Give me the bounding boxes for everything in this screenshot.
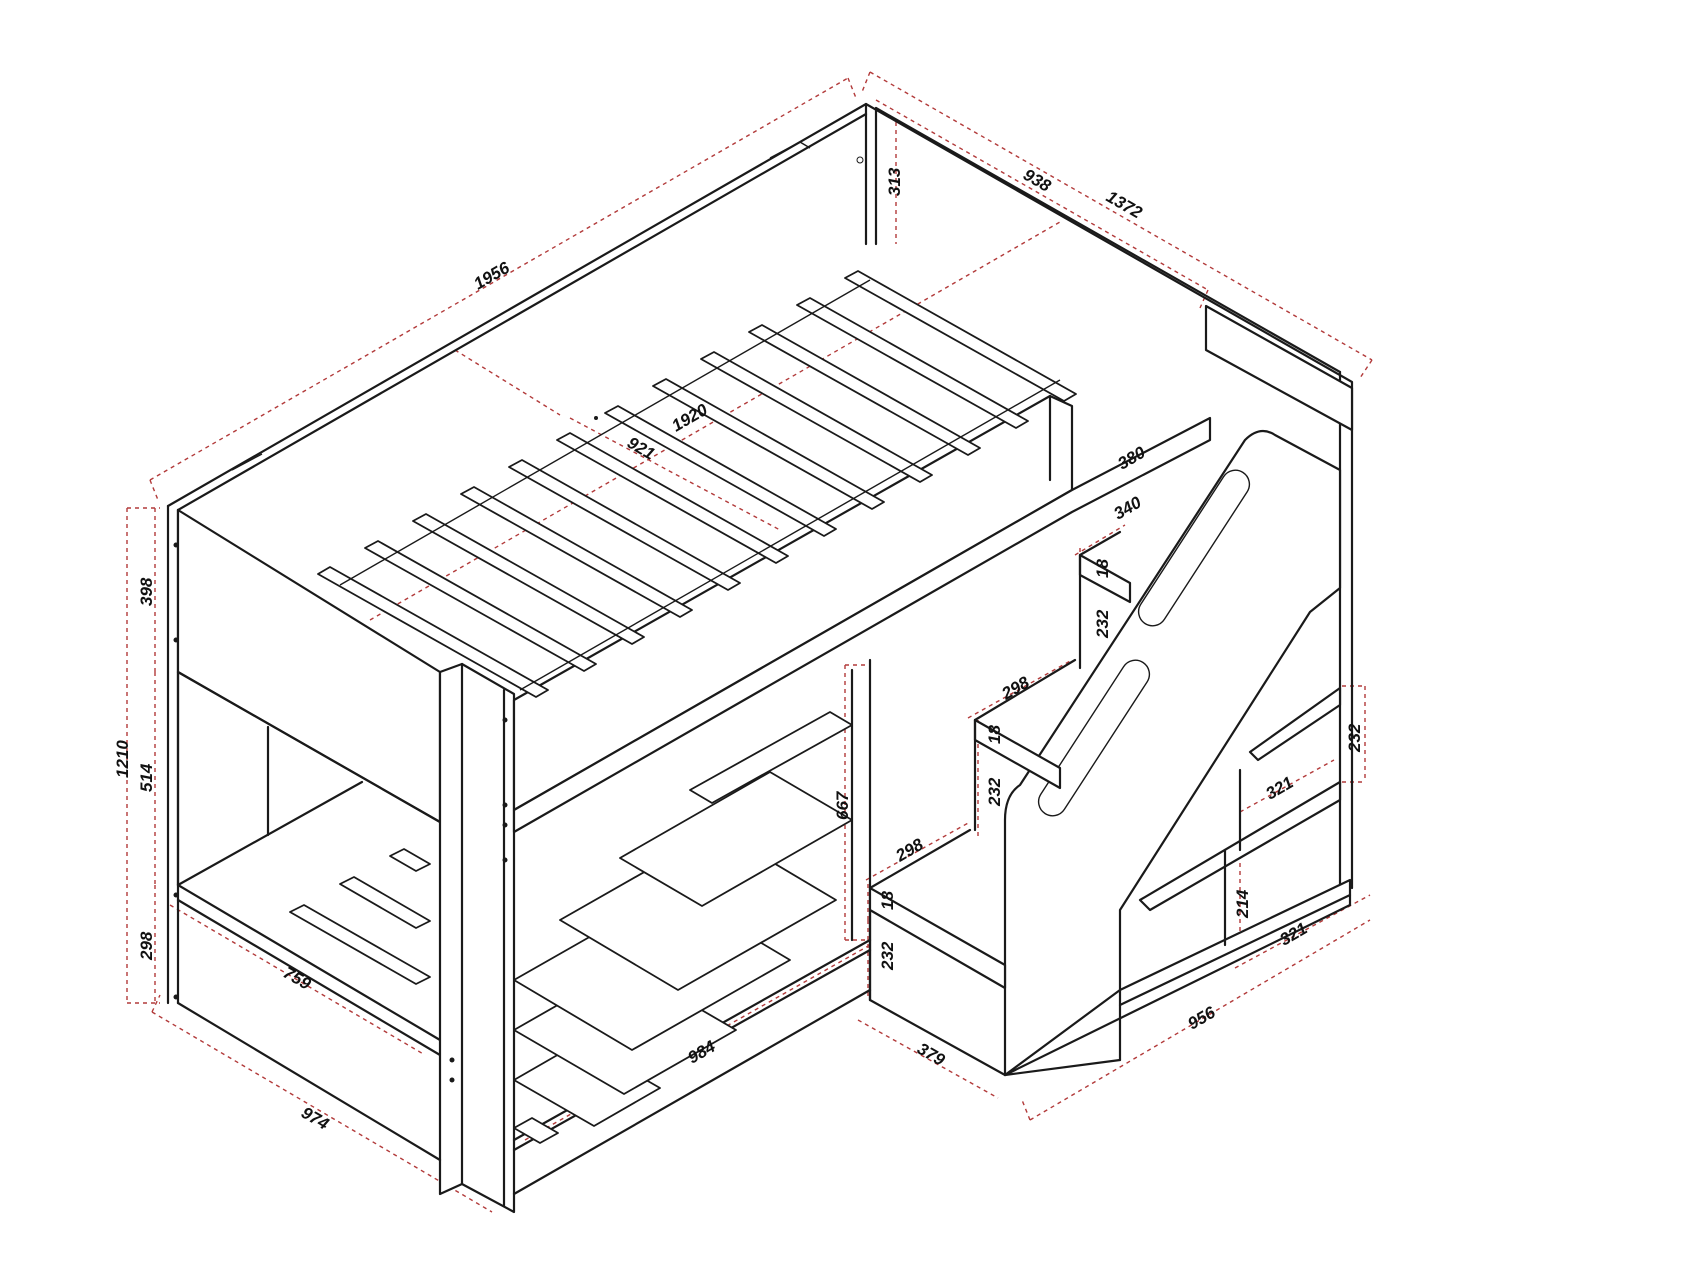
bottom-bunk-slats	[289, 711, 853, 1144]
dim-lower-height: 298	[137, 931, 156, 961]
dim-step-thickness-mid: 18	[985, 725, 1004, 744]
dim-step-thickness-top: 18	[1093, 559, 1112, 578]
dim-step-thickness-low: 18	[878, 891, 897, 910]
dim-mid-height: 514	[137, 763, 156, 792]
dim-shelf-height-low: 214	[1233, 889, 1252, 919]
dim-overall-depth: 1372	[1103, 187, 1146, 223]
dim-overall-length: 1956	[471, 258, 514, 294]
dim-stair-base-depth: 379	[914, 1039, 949, 1070]
dim-step-depth-upper: 298	[998, 673, 1033, 704]
screw-holes	[173, 156, 864, 1083]
dimension-lines	[126, 71, 1373, 1213]
dim-step-height-top: 232	[1093, 609, 1112, 639]
dim-bottom-opening-height: 667	[833, 790, 852, 820]
dim-bottom-overall-width: 974	[298, 1103, 333, 1134]
dim-total-height: 1210	[113, 740, 132, 778]
dim-stair-base-length: 956	[1185, 1003, 1220, 1034]
dim-step-height-low: 232	[878, 941, 897, 971]
dim-headboard-height: 313	[885, 167, 904, 196]
stair-unit	[868, 429, 1352, 1077]
top-bunk-slats	[317, 270, 1077, 698]
bed-frame	[166, 102, 1354, 1214]
dim-bottom-inner-width: 759	[280, 963, 315, 994]
dim-step-width-top: 340	[1111, 493, 1146, 524]
dim-upper-rail-height: 398	[137, 577, 156, 606]
dim-top-inner-width: 938	[1020, 165, 1055, 196]
dim-shelf-depth-mid: 321	[1263, 773, 1297, 804]
dim-step-height-mid: 232	[985, 777, 1004, 807]
dim-step-depth-mid: 298	[892, 835, 927, 866]
dim-shelf-height-right: 232	[1345, 723, 1364, 753]
